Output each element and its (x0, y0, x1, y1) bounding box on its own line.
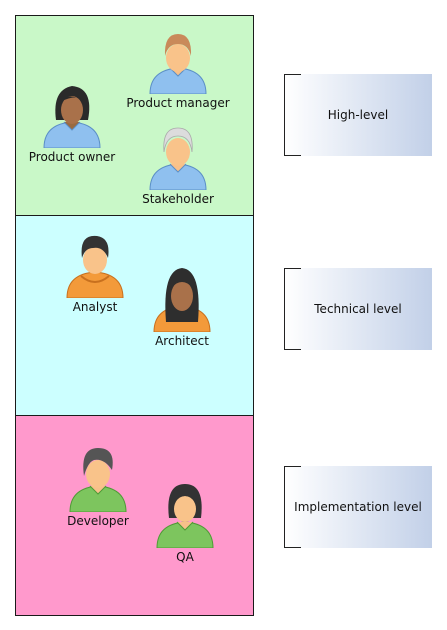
person-icon (43, 86, 101, 148)
person-icon (69, 448, 127, 512)
level-background (284, 74, 432, 156)
product-manager-person: Product manager (126, 28, 230, 110)
level-label: Implementation level (294, 500, 422, 514)
level-background (284, 466, 432, 548)
person-icon (149, 127, 207, 190)
level-background (284, 268, 432, 350)
person-icon (149, 34, 207, 94)
analyst-person: Analyst (65, 232, 125, 314)
person-name: Stakeholder (142, 192, 214, 206)
product-owner-person: Product owner (29, 82, 115, 164)
technical-level-band (15, 215, 254, 416)
person-icon (153, 268, 211, 332)
developer-person: Developer (67, 446, 129, 528)
level-label: Technical level (314, 302, 402, 316)
qa-person: QA (155, 482, 215, 564)
high-level-band (15, 15, 254, 216)
person-name: Product owner (28, 150, 116, 164)
level-label: High-level (327, 108, 389, 122)
person-name: Analyst (72, 300, 118, 314)
person-name: Developer (67, 514, 129, 528)
person-name: Architect (155, 334, 209, 348)
level-technical: Technical level (284, 268, 432, 350)
person-name: Product manager (126, 96, 230, 110)
stakeholder-person: Stakeholder (142, 124, 214, 206)
level-implementation: Implementation level (284, 466, 432, 548)
person-name: QA (176, 550, 194, 564)
level-bracket (284, 74, 301, 156)
level-bracket (284, 466, 301, 548)
level-high: High-level (284, 74, 432, 156)
person-icon (156, 484, 214, 548)
implementation-level-band (15, 415, 254, 616)
architect-person: Architect (152, 266, 212, 348)
level-bracket (284, 268, 301, 350)
person-icon (66, 235, 124, 298)
